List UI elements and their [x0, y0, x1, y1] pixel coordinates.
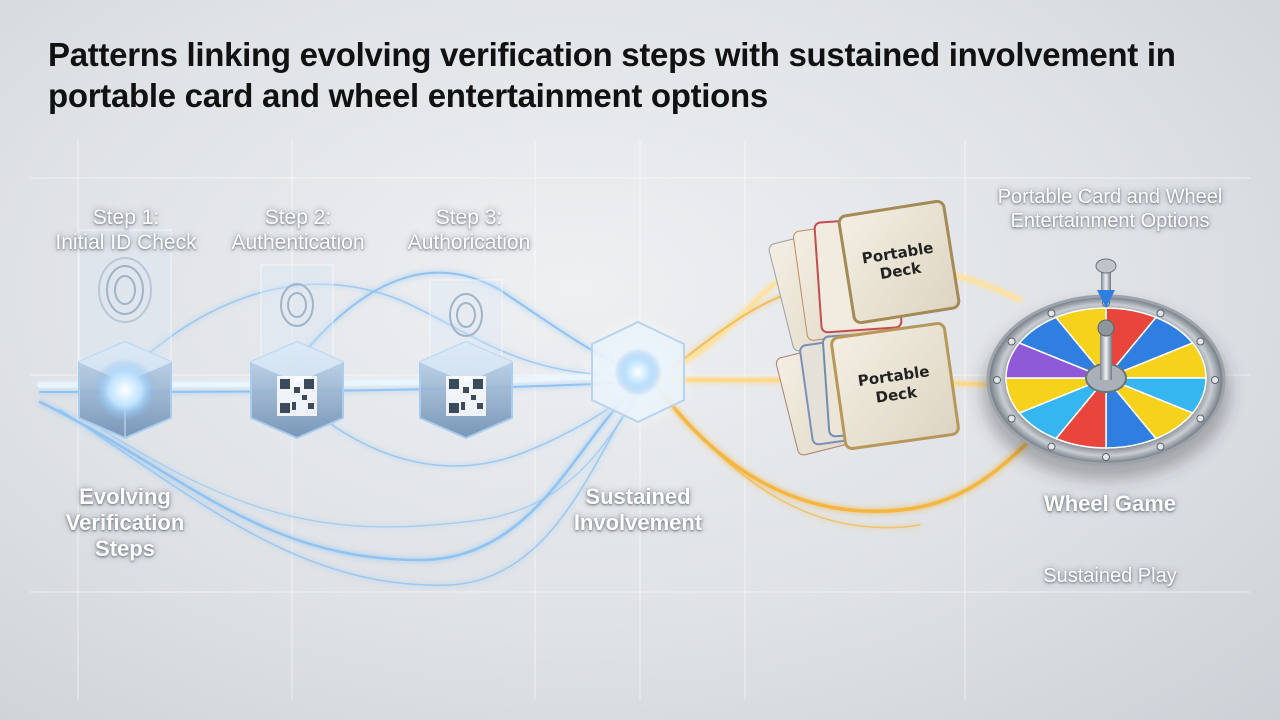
portable-line-2: Entertainment Options: [1010, 210, 1210, 232]
wheel-peg: [1007, 337, 1016, 346]
sustained-line-2: Involvement: [573, 510, 703, 535]
cube-step-3: [418, 279, 514, 440]
fingerprint-icon: [98, 257, 152, 323]
wheel-segment: [1054, 307, 1107, 381]
portable-line-1: Portable Card and Wheel: [997, 186, 1223, 208]
cube-step-2: [249, 264, 345, 440]
step-3-text: Authorication: [407, 231, 531, 254]
fingerprint-icon: [280, 283, 314, 327]
wheel-peg: [1102, 453, 1110, 461]
wheel-peg: [1156, 442, 1165, 451]
evolving-verification-label: Evolving Verification Steps: [25, 484, 225, 562]
evolving-line-2: Verification: [65, 510, 185, 535]
wheel-peg: [1007, 414, 1016, 423]
qr-code-icon: [446, 376, 486, 416]
step-3-label: Step 3: Authorication: [379, 205, 559, 255]
wheel-game-label: Wheel Game: [1043, 491, 1177, 516]
sustained-play-label: Sustained Play: [1043, 565, 1177, 587]
step-1-text: Initial ID Check: [55, 231, 197, 254]
wheel-spindle: [1100, 330, 1112, 380]
wheel-segments: [993, 299, 1219, 461]
wheel-peg: [1047, 309, 1056, 318]
card-deck-bottom: Portable Deck: [775, 322, 960, 456]
step-3-heading: Step 3:: [435, 206, 503, 229]
deck-label-line2: Deck: [874, 383, 919, 407]
sustained-line-1: Sustained: [585, 484, 691, 509]
step-2-text: Authentication: [231, 231, 365, 254]
cube-sustained-involvement: [591, 320, 685, 424]
wheel-peg: [1211, 376, 1219, 384]
evolving-line-1: Evolving: [79, 484, 171, 509]
card-deck-top: Portable Deck: [768, 199, 961, 352]
wheel-pointer: [1095, 258, 1117, 308]
sustained-involvement-label: Sustained Involvement: [538, 484, 738, 536]
qr-code-icon: [277, 376, 317, 416]
page-title: Patterns linking evolving verification s…: [48, 36, 1176, 114]
cube-step-1: [77, 229, 173, 440]
fingerprint-icon: [449, 293, 483, 337]
step-2-label: Step 2: Authentication: [208, 205, 388, 255]
wheel-peg: [1047, 442, 1056, 451]
wheel-peg: [1156, 309, 1165, 318]
wheel-peg: [993, 376, 1001, 384]
step-1-heading: Step 1:: [92, 206, 160, 229]
evolving-line-3: Steps: [95, 536, 155, 561]
wheel-peg: [1196, 414, 1205, 423]
wheel-peg: [1196, 337, 1205, 346]
step-2-heading: Step 2:: [264, 206, 332, 229]
portable-options-label: Portable Card and Wheel Entertainment Op…: [980, 185, 1240, 233]
step-1-label: Step 1: Initial ID Check: [36, 205, 216, 255]
wheel-game-graphic: [982, 258, 1230, 480]
